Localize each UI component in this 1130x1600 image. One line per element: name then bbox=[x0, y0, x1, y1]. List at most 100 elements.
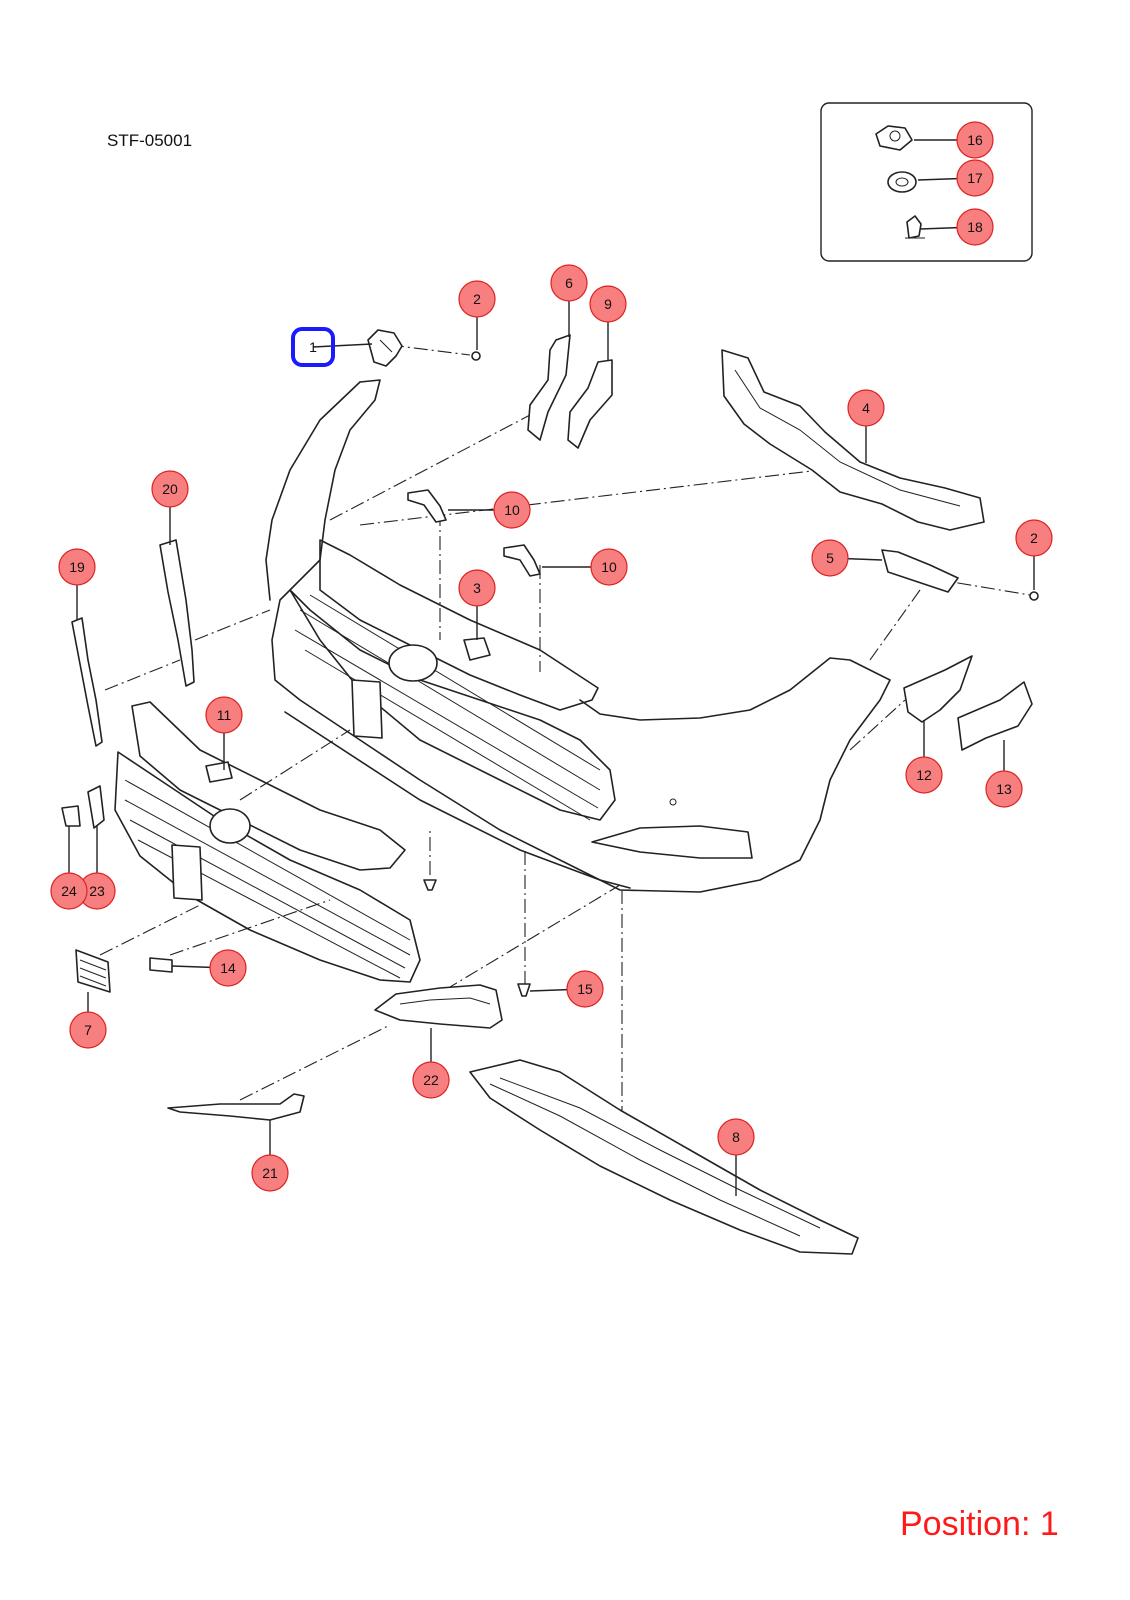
part-14-clip bbox=[149, 957, 173, 973]
part-18-push-pin bbox=[905, 215, 925, 239]
callout-circle bbox=[717, 1118, 755, 1156]
callout-number: 10 bbox=[601, 559, 617, 575]
fastener-inset-box bbox=[820, 102, 1033, 262]
callout-circle bbox=[458, 280, 496, 318]
callout-number: 6 bbox=[565, 275, 573, 291]
callout-circle bbox=[985, 770, 1023, 808]
callout-2[interactable]: 2 bbox=[1015, 519, 1053, 590]
callout-circle bbox=[69, 1011, 107, 1049]
callout-9[interactable]: 9 bbox=[589, 285, 627, 360]
callout-7[interactable]: 7 bbox=[69, 992, 107, 1049]
callout-circle bbox=[151, 470, 189, 508]
callout-12[interactable]: 12 bbox=[905, 720, 943, 794]
callout-18[interactable]: 18 bbox=[919, 208, 994, 246]
callout-23[interactable]: 23 bbox=[78, 826, 116, 910]
callout-14[interactable]: 14 bbox=[171, 949, 247, 987]
part-2-screw-right bbox=[1029, 591, 1039, 601]
callout-circle bbox=[811, 539, 849, 577]
callout-number: 15 bbox=[577, 981, 593, 997]
callout-circle bbox=[566, 970, 604, 1008]
callout-6[interactable]: 6 bbox=[550, 264, 588, 337]
callout-11[interactable]: 11 bbox=[205, 696, 243, 770]
callout-circle bbox=[956, 159, 994, 197]
callout-24[interactable]: 24 bbox=[50, 826, 88, 910]
callout-circle bbox=[251, 1154, 289, 1192]
part-19-side-trim bbox=[71, 617, 103, 747]
callout-10[interactable]: 10 bbox=[448, 491, 531, 529]
callout-number: 2 bbox=[1030, 530, 1038, 546]
callout-number: 17 bbox=[967, 170, 983, 186]
part-7-grid-insert bbox=[75, 949, 111, 993]
part-12-bracket bbox=[903, 655, 973, 723]
callout-leader-line bbox=[312, 343, 373, 348]
callout-number: 19 bbox=[69, 559, 85, 575]
callout-number: 22 bbox=[423, 1072, 439, 1088]
callout-10[interactable]: 10 bbox=[542, 548, 628, 586]
diagram-code-label: STF-05001 bbox=[107, 131, 193, 150]
part-5-side-bracket bbox=[881, 549, 959, 593]
callout-number: 5 bbox=[826, 550, 834, 566]
callout-number: 10 bbox=[504, 502, 520, 518]
callout-circle bbox=[50, 872, 88, 910]
part-17-grommet bbox=[887, 171, 917, 193]
part-6-bracket bbox=[527, 334, 571, 441]
callout-layer: 1234567891010111213141516171819202212223… bbox=[50, 121, 1053, 1196]
callout-circle bbox=[550, 264, 588, 302]
callout-number: 12 bbox=[916, 767, 932, 783]
callout-number: 4 bbox=[862, 400, 870, 416]
callout-20[interactable]: 20 bbox=[151, 470, 189, 545]
part-15-screw bbox=[517, 983, 531, 997]
part-4-energy-absorber bbox=[721, 349, 985, 531]
part-1-bracket bbox=[367, 329, 403, 367]
callout-17[interactable]: 17 bbox=[917, 159, 994, 197]
part-21-lower-trim bbox=[167, 1093, 305, 1121]
callout-number: 2 bbox=[473, 291, 481, 307]
callout-circle bbox=[956, 121, 994, 159]
callout-circle bbox=[412, 1061, 450, 1099]
part-10-bracket-lower bbox=[503, 544, 541, 577]
callout-circle bbox=[956, 208, 994, 246]
callout-13[interactable]: 13 bbox=[985, 740, 1023, 808]
callout-16[interactable]: 16 bbox=[914, 121, 994, 159]
part-16-clip-nut bbox=[875, 125, 913, 151]
callout-circle bbox=[905, 756, 943, 794]
callout-circle bbox=[589, 285, 627, 323]
part-13-bracket bbox=[957, 681, 1033, 751]
callout-3[interactable]: 3 bbox=[458, 569, 496, 640]
callout-circle bbox=[58, 548, 96, 586]
selected-callout-highlight bbox=[291, 327, 335, 367]
callout-21[interactable]: 21 bbox=[251, 1120, 289, 1192]
callout-circle bbox=[209, 949, 247, 987]
part-22-fog-bezel bbox=[374, 984, 503, 1029]
callout-22[interactable]: 22 bbox=[412, 1028, 450, 1099]
part-10-bracket bbox=[407, 489, 447, 523]
callout-number: 7 bbox=[84, 1022, 92, 1038]
callout-circle bbox=[493, 491, 531, 529]
position-indicator: Position: 1 bbox=[900, 1505, 1059, 1543]
callout-number: 18 bbox=[967, 219, 983, 235]
callout-number: 9 bbox=[604, 296, 612, 312]
callout-number: 20 bbox=[162, 481, 178, 497]
callout-4[interactable]: 4 bbox=[847, 389, 885, 463]
part-screw-center bbox=[423, 879, 437, 891]
callout-number: 24 bbox=[61, 883, 77, 899]
part-8-lower-skid bbox=[469, 1059, 859, 1255]
part-23-clip bbox=[87, 785, 105, 829]
callout-1[interactable]: 1 bbox=[291, 327, 373, 367]
part-20-side-trim bbox=[159, 539, 195, 687]
bumper-cover bbox=[265, 379, 891, 893]
callout-number: 11 bbox=[217, 707, 232, 723]
callout-circle bbox=[458, 569, 496, 607]
callout-number: 13 bbox=[996, 781, 1012, 797]
part-24-clip bbox=[61, 805, 81, 827]
part-3-clip bbox=[463, 637, 491, 661]
callout-number: 16 bbox=[967, 132, 983, 148]
callout-19[interactable]: 19 bbox=[58, 548, 96, 620]
callout-15[interactable]: 15 bbox=[529, 970, 604, 1008]
callout-circle bbox=[590, 548, 628, 586]
callout-2[interactable]: 2 bbox=[458, 280, 496, 350]
callout-8[interactable]: 8 bbox=[717, 1118, 755, 1196]
assembly-lines bbox=[99, 344, 1031, 1140]
callout-5[interactable]: 5 bbox=[811, 539, 883, 577]
